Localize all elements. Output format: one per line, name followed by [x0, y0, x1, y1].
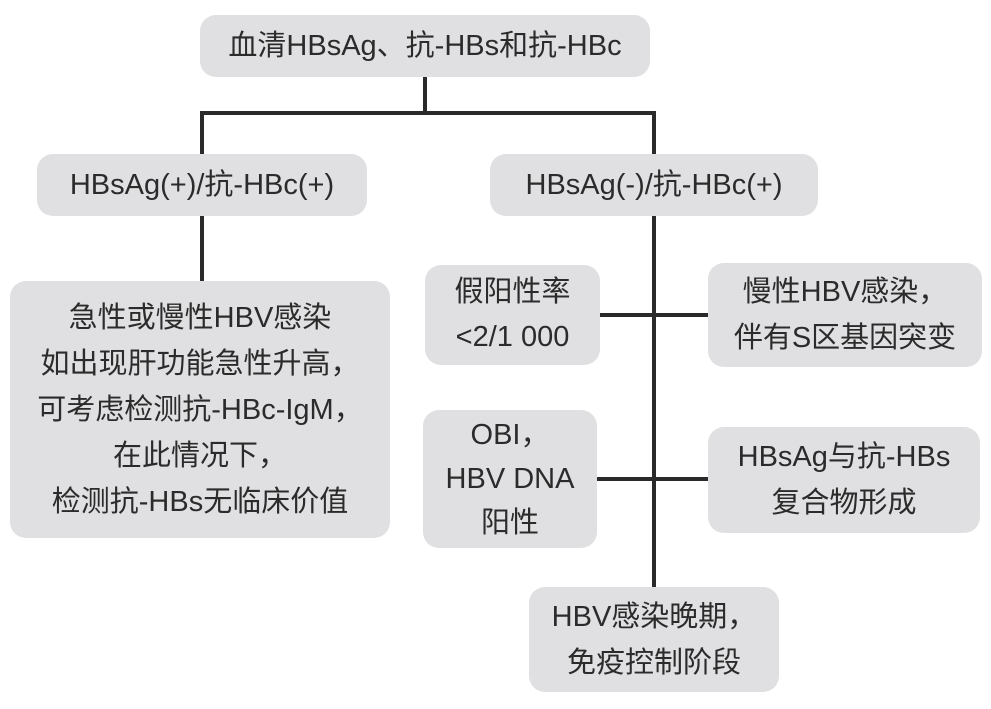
node-obi-line-3: 阳性 — [480, 507, 539, 539]
node-acute-chronic-line-1: 急性或慢性HBV感染 — [68, 301, 332, 334]
node-acute-chronic-line-4: 在此情况下， — [112, 439, 287, 472]
node-acute-chronic-line-2: 如出现肝功能急性升高， — [40, 347, 360, 380]
node-obi-line-1: OBI， — [470, 419, 550, 451]
node-false-positive-line-1: 假阳性率 — [454, 276, 571, 308]
node-hbsag-positive-label: HBsAg(+)/抗-HBc(+) — [69, 169, 335, 201]
node-immune-complex-line-1: HBsAg与抗-HBs — [737, 441, 951, 473]
node-s-gene-mutation: 慢性HBV感染， 伴有S区基因突变 — [708, 263, 982, 367]
node-obi-hbv-dna: OBI， HBV DNA 阳性 — [423, 410, 597, 548]
node-acute-chronic-infection: 急性或慢性HBV感染 如出现肝功能急性升高， 可考虑检测抗-HBc-IgM， 在… — [10, 281, 390, 538]
node-hbsag-positive: HBsAg(+)/抗-HBc(+) — [37, 154, 367, 216]
node-serum-markers-label: 血清HBsAg、抗-HBs和抗-HBc — [228, 30, 622, 62]
node-obi-line-2: HBV DNA — [445, 463, 575, 495]
node-s-gene-mutation-line-2: 伴有S区基因突变 — [733, 322, 957, 354]
node-immune-complex: HBsAg与抗-HBs 复合物形成 — [708, 427, 980, 533]
node-hbsag-negative: HBsAg(-)/抗-HBc(+) — [490, 154, 818, 216]
node-false-positive-line-2: <2/1 000 — [455, 321, 570, 353]
node-late-infection-line-2: 免疫控制阶段 — [566, 646, 741, 679]
node-immune-complex-line-2: 复合物形成 — [771, 487, 917, 519]
node-false-positive-rate: 假阳性率 <2/1 000 — [425, 265, 600, 365]
node-s-gene-mutation-line-1: 慢性HBV感染， — [742, 276, 948, 308]
node-serum-markers: 血清HBsAg、抗-HBs和抗-HBc — [200, 15, 650, 77]
node-acute-chronic-line-3: 可考虑检测抗-HBc-IgM， — [37, 393, 363, 426]
node-late-infection-line-1: HBV感染晚期， — [551, 600, 757, 633]
node-hbsag-negative-label: HBsAg(-)/抗-HBc(+) — [525, 169, 783, 201]
connector-branch-bracket — [200, 111, 656, 156]
node-acute-chronic-line-5: 检测抗-HBs无临床价值 — [51, 485, 349, 518]
node-late-infection: HBV感染晚期， 免疫控制阶段 — [529, 587, 779, 692]
